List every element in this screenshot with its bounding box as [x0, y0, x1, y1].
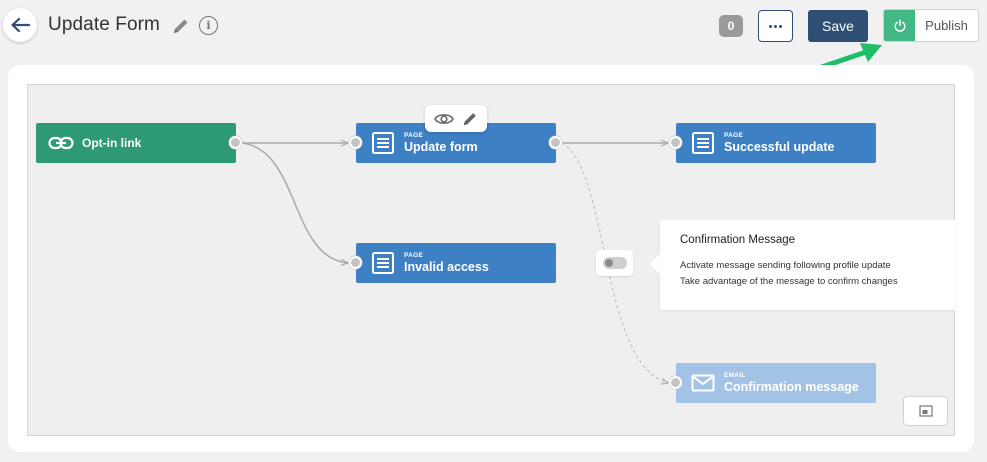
arrow-left-icon [11, 17, 30, 33]
node-title: Invalid access [404, 260, 489, 274]
power-icon [894, 19, 905, 32]
publish-power-toggle[interactable] [884, 10, 915, 41]
more-options-button[interactable] [758, 10, 793, 42]
popover-title: Confirmation Message [680, 234, 796, 246]
node-toolbar [425, 105, 487, 132]
input-port[interactable] [349, 256, 362, 269]
node-confirmation-message[interactable]: EMAIL Confirmation message [676, 363, 876, 403]
link-icon [48, 130, 74, 156]
output-port[interactable] [229, 136, 242, 149]
dot [774, 24, 777, 28]
toggle-track [602, 257, 627, 269]
node-title: Confirmation message [724, 380, 859, 394]
node-kind: PAGE [724, 132, 744, 139]
back-button[interactable] [3, 8, 37, 42]
node-invalid-access[interactable]: PAGE Invalid access [356, 243, 556, 283]
node-optin-link[interactable]: Opt-in link [36, 123, 236, 163]
page-icon [690, 130, 716, 156]
page-icon [370, 130, 396, 156]
dot [769, 24, 772, 28]
popover-line: Activate message sending following profi… [680, 260, 891, 271]
toggle-knob [604, 259, 613, 267]
node-kind: PAGE [404, 132, 424, 139]
input-port[interactable] [349, 136, 362, 149]
count-badge: 0 [719, 15, 743, 37]
input-port[interactable] [669, 376, 682, 389]
minimap-icon [918, 405, 933, 417]
publish-label: Publish [925, 18, 968, 33]
popover-line: Take advantage of the message to confirm… [680, 276, 898, 287]
minimap-button[interactable] [903, 396, 948, 426]
publish-button[interactable]: Publish [883, 9, 979, 42]
edit-title-pencil-icon[interactable] [171, 16, 191, 36]
envelope-icon [690, 370, 716, 396]
info-icon[interactable]: i [199, 16, 218, 35]
page-icon [370, 250, 396, 276]
page-title: Update Form [48, 14, 160, 35]
node-title: Successful update [724, 140, 835, 154]
node-successful-update[interactable]: PAGE Successful update [676, 123, 876, 163]
dot [779, 24, 782, 28]
node-kind: EMAIL [724, 372, 746, 379]
eye-icon[interactable] [433, 112, 454, 126]
confirmation-popover: Confirmation Message Activate message se… [650, 220, 955, 310]
node-title: Update form [404, 140, 478, 154]
confirmation-message-toggle[interactable] [596, 250, 633, 276]
output-port[interactable] [549, 136, 562, 149]
pencil-icon[interactable] [461, 110, 479, 128]
node-kind: PAGE [404, 252, 424, 259]
save-button[interactable]: Save [808, 10, 868, 42]
node-title: Opt-in link [82, 136, 142, 150]
popover-caret [650, 254, 660, 274]
input-port[interactable] [669, 136, 682, 149]
